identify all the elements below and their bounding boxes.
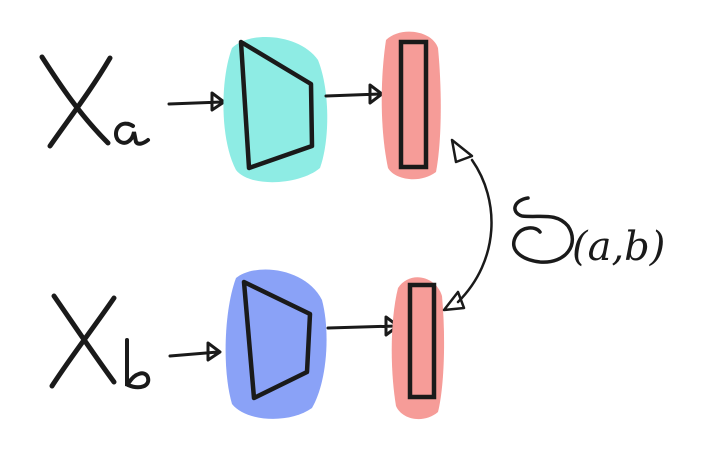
arrow-encoder-bottom-to-embedding: [326, 315, 400, 337]
input-xa-letter-x: [39, 54, 113, 149]
arrow-encoder-top-to-embedding: [324, 83, 384, 105]
distance-symbol-d: [512, 196, 575, 264]
encoder-bottom-highlight: [225, 269, 327, 419]
arrow-xa-to-encoder: [167, 91, 226, 112]
input-xb-subscript-b: [125, 338, 151, 390]
embedding-top-box: [398, 39, 429, 170]
embedding-bottom-box: [407, 282, 437, 400]
arrow-xb-to-encoder: [168, 341, 222, 362]
encoder-top: [223, 36, 328, 183]
encoder-top-trapezoid: [238, 39, 315, 171]
embedding-bottom-highlight: [391, 277, 445, 420]
input-xb: X: [49, 293, 151, 390]
distance-curve: [456, 158, 493, 304]
distance-label: (a,b) D: [512, 196, 665, 270]
distance-connector: [442, 138, 493, 312]
distance-args: (a,b): [572, 224, 665, 270]
input-xb-letter-x: [49, 293, 117, 389]
embedding-top-highlight: [381, 31, 441, 180]
embedding-bottom: [391, 277, 445, 420]
input-xa-subscript-a: [113, 121, 150, 146]
encoder-bottom: [225, 269, 327, 419]
input-xa: X: [39, 54, 150, 149]
distance-arrowhead-bottom: [442, 290, 466, 312]
embedding-top: [381, 31, 441, 180]
encoder-bottom-trapezoid: [241, 279, 313, 401]
distance-arrowhead-top: [450, 138, 474, 164]
